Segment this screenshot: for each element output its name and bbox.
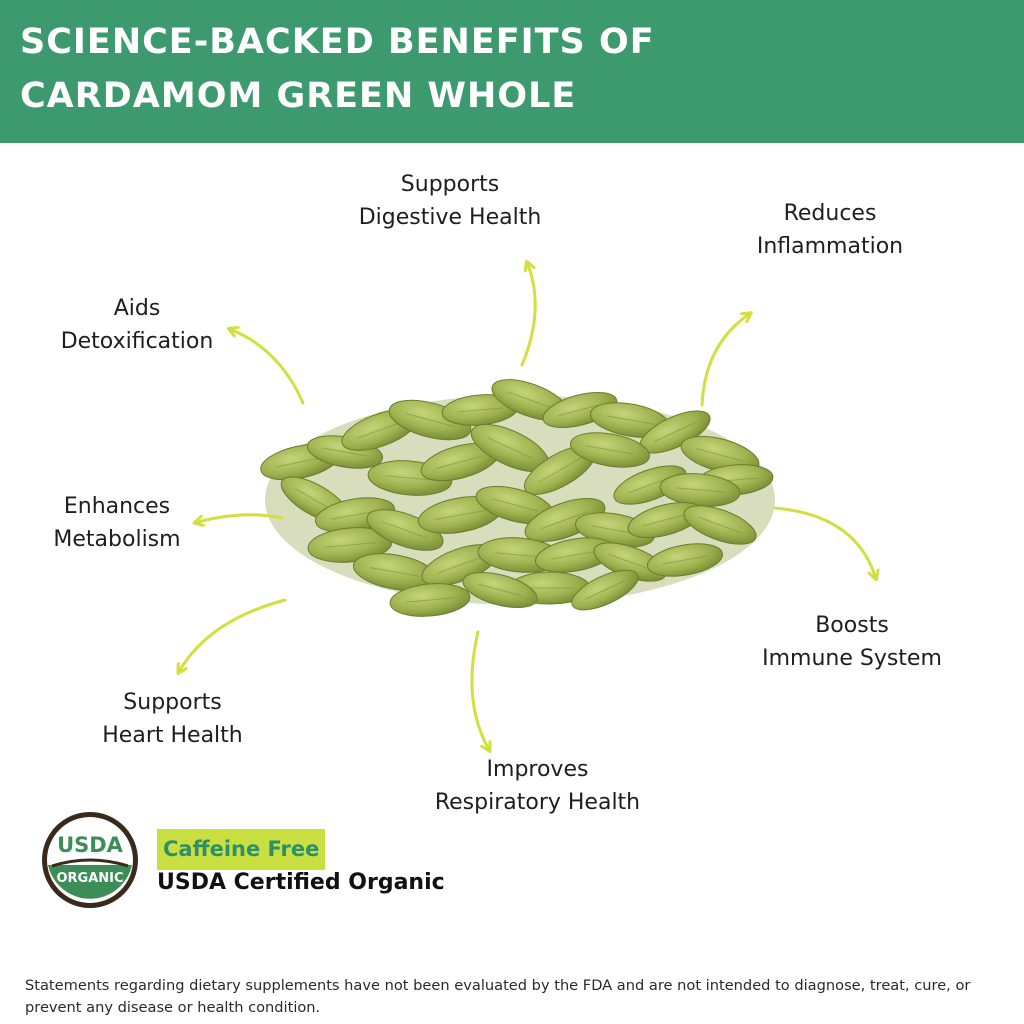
pod-ridge [642,513,688,527]
pod-ridge [322,447,368,457]
benefit-heart: Supports Heart Health [90,686,255,752]
benefit-heart-line1: Supports [123,690,222,715]
title-line-2: CARDAMOM GREEN WHOLE [20,76,577,116]
pod-ridge [507,391,553,409]
pod-ridge [541,510,589,530]
pod-ridge [324,542,376,548]
pod-ridge [557,403,603,417]
benefit-immune-line1: Boosts [815,613,889,638]
pod-ridge [370,567,420,577]
arrow-inflammation [700,315,748,407]
pod-ridge [477,583,523,597]
arrow-digestive [520,265,537,367]
benefit-detox-line2: Detoxification [60,329,214,354]
pod-ridge [696,448,744,462]
benefit-inflammation-line1: Reduces [783,201,877,226]
fda-disclaimer: Statements regarding dietary supplements… [25,977,971,1016]
seal-top-text: USDA [57,833,124,857]
benefit-metabolism-line1: Enhances [63,494,171,519]
pod-ridge [405,412,455,428]
title-banner: SCIENCE-BACKED BENEFITS OF CARDAMOM GREE… [0,0,1024,143]
benefit-metabolism: Enhances Metabolism [42,490,192,556]
pod-ridge [491,498,539,512]
pod-ridge [586,445,634,455]
title-line-1: SCIENCE-BACKED BENEFITS OF [20,22,655,62]
pod-ridge [384,475,436,481]
pod-ridge [585,580,625,600]
benefit-detox: Aids Detoxification [52,292,222,358]
pod-ridge [435,510,485,520]
benefit-inflammation: Reduces Inflammation [740,197,920,263]
pod-ridge [654,421,696,443]
benefit-digestive-line2: Digestive Health [358,205,542,230]
pod-ridge [406,597,454,603]
pod-ridge [437,556,483,574]
benefit-respiratory-line2: Respiratory Health [434,790,641,815]
pod-ridge [698,516,742,534]
pod-ridge [382,521,428,539]
pod-ridge [676,487,724,493]
arrow-respiratory [470,630,488,748]
cardamom-pile [260,379,775,617]
arrow-metabolism [198,513,284,522]
benefit-heart-line2: Heart Health [102,723,243,748]
benefit-immune: Boosts Immune System [752,609,952,675]
pod-ridge [457,407,503,413]
pod-ridge [662,555,708,565]
pod-ridge [436,455,484,469]
seal-bottom-text: ORGANIC [56,871,123,886]
pod-ridge [608,553,652,571]
pod-ridge [606,415,654,425]
pod-ridge [538,457,582,483]
benefit-respiratory: Improves Respiratory Health [425,753,650,819]
benefit-respiratory-line1: Improves [486,757,589,782]
benefit-immune-line2: Immune System [762,646,942,671]
benefit-metabolism-line2: Metabolism [53,527,181,552]
benefit-detox-line1: Aids [113,296,161,321]
arrow-immune [773,506,875,576]
pod-ridge [486,436,534,460]
arrow-detox [232,330,305,405]
benefit-digestive-line1: Supports [400,172,500,197]
pod-ridge [551,550,599,560]
arrow-heart [180,598,287,670]
usda-organic-seal-icon: USDA ORGANIC [42,812,138,908]
usda-certified-label: USDA Certified Organic [157,870,445,895]
benefit-inflammation-line2: Inflammation [756,234,904,259]
pod-ridge [276,456,324,468]
benefit-arrows [180,265,875,748]
benefit-digestive: Supports Digestive Health [345,168,555,234]
pod-ridge [357,421,403,439]
caffeine-free-badge: Caffeine Free [157,829,326,870]
